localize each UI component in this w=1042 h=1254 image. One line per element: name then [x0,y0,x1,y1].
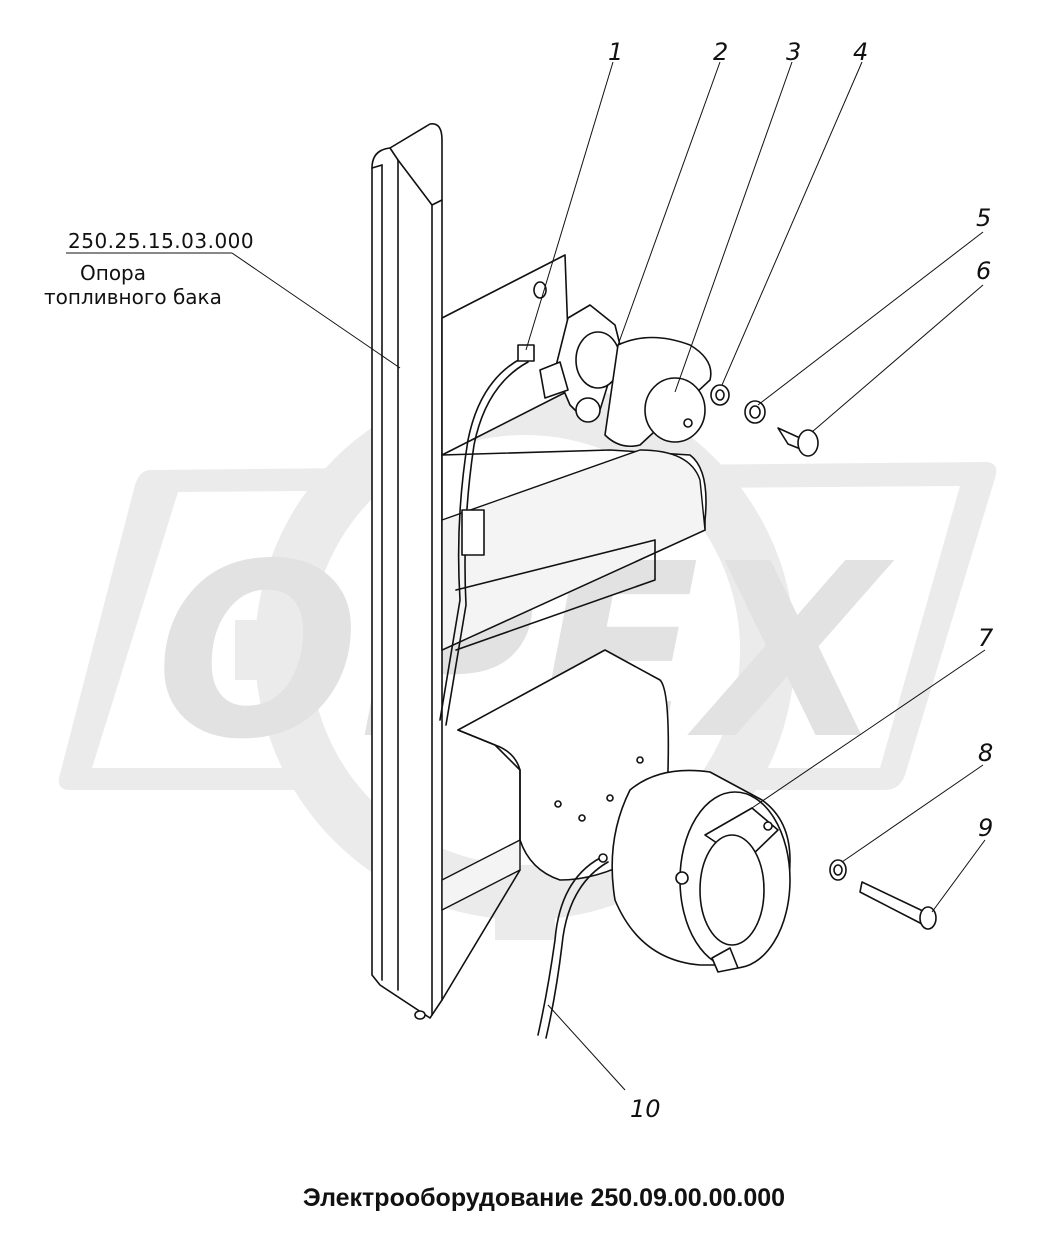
reference-label: 250.25.15.03.000 Опора топливного бака [44,229,254,309]
upper-cable [439,344,535,726]
callout-2: 2 [713,38,728,66]
callout-5: 5 [976,204,991,232]
callout-numbers: 1 2 3 4 5 6 7 8 9 10 [608,38,994,1123]
diagram-title: Электрооборудование 250.09.00.00.000 [303,1184,785,1212]
screw-part-6 [777,427,819,457]
callout-8: 8 [978,739,993,767]
callout-6: 6 [976,257,991,285]
callout-7: 7 [978,624,994,652]
callout-1: 1 [608,38,623,66]
leader-lines [231,61,986,1091]
lower-bracket [441,649,670,1001]
washer-part-4 [710,384,730,406]
washer-part-5 [744,400,766,424]
upper-bracket-box [441,449,707,651]
callout-3: 3 [786,38,801,66]
fuel-tank-support-channel [371,123,443,1020]
callout-10: 10 [630,1095,661,1123]
lamp-housing-part-2 [539,304,621,423]
reference-code: 250.25.15.03.000 [68,229,254,253]
screw-part-9 [859,881,937,930]
washer-part-8 [829,859,847,881]
reference-line-2: топливного бака [44,285,222,309]
socket-part-7 [611,769,791,973]
callout-9: 9 [978,814,993,842]
callout-4: 4 [853,38,868,66]
lamp-dome-part-3 [604,336,712,448]
reference-line-1: Опора [80,261,146,285]
